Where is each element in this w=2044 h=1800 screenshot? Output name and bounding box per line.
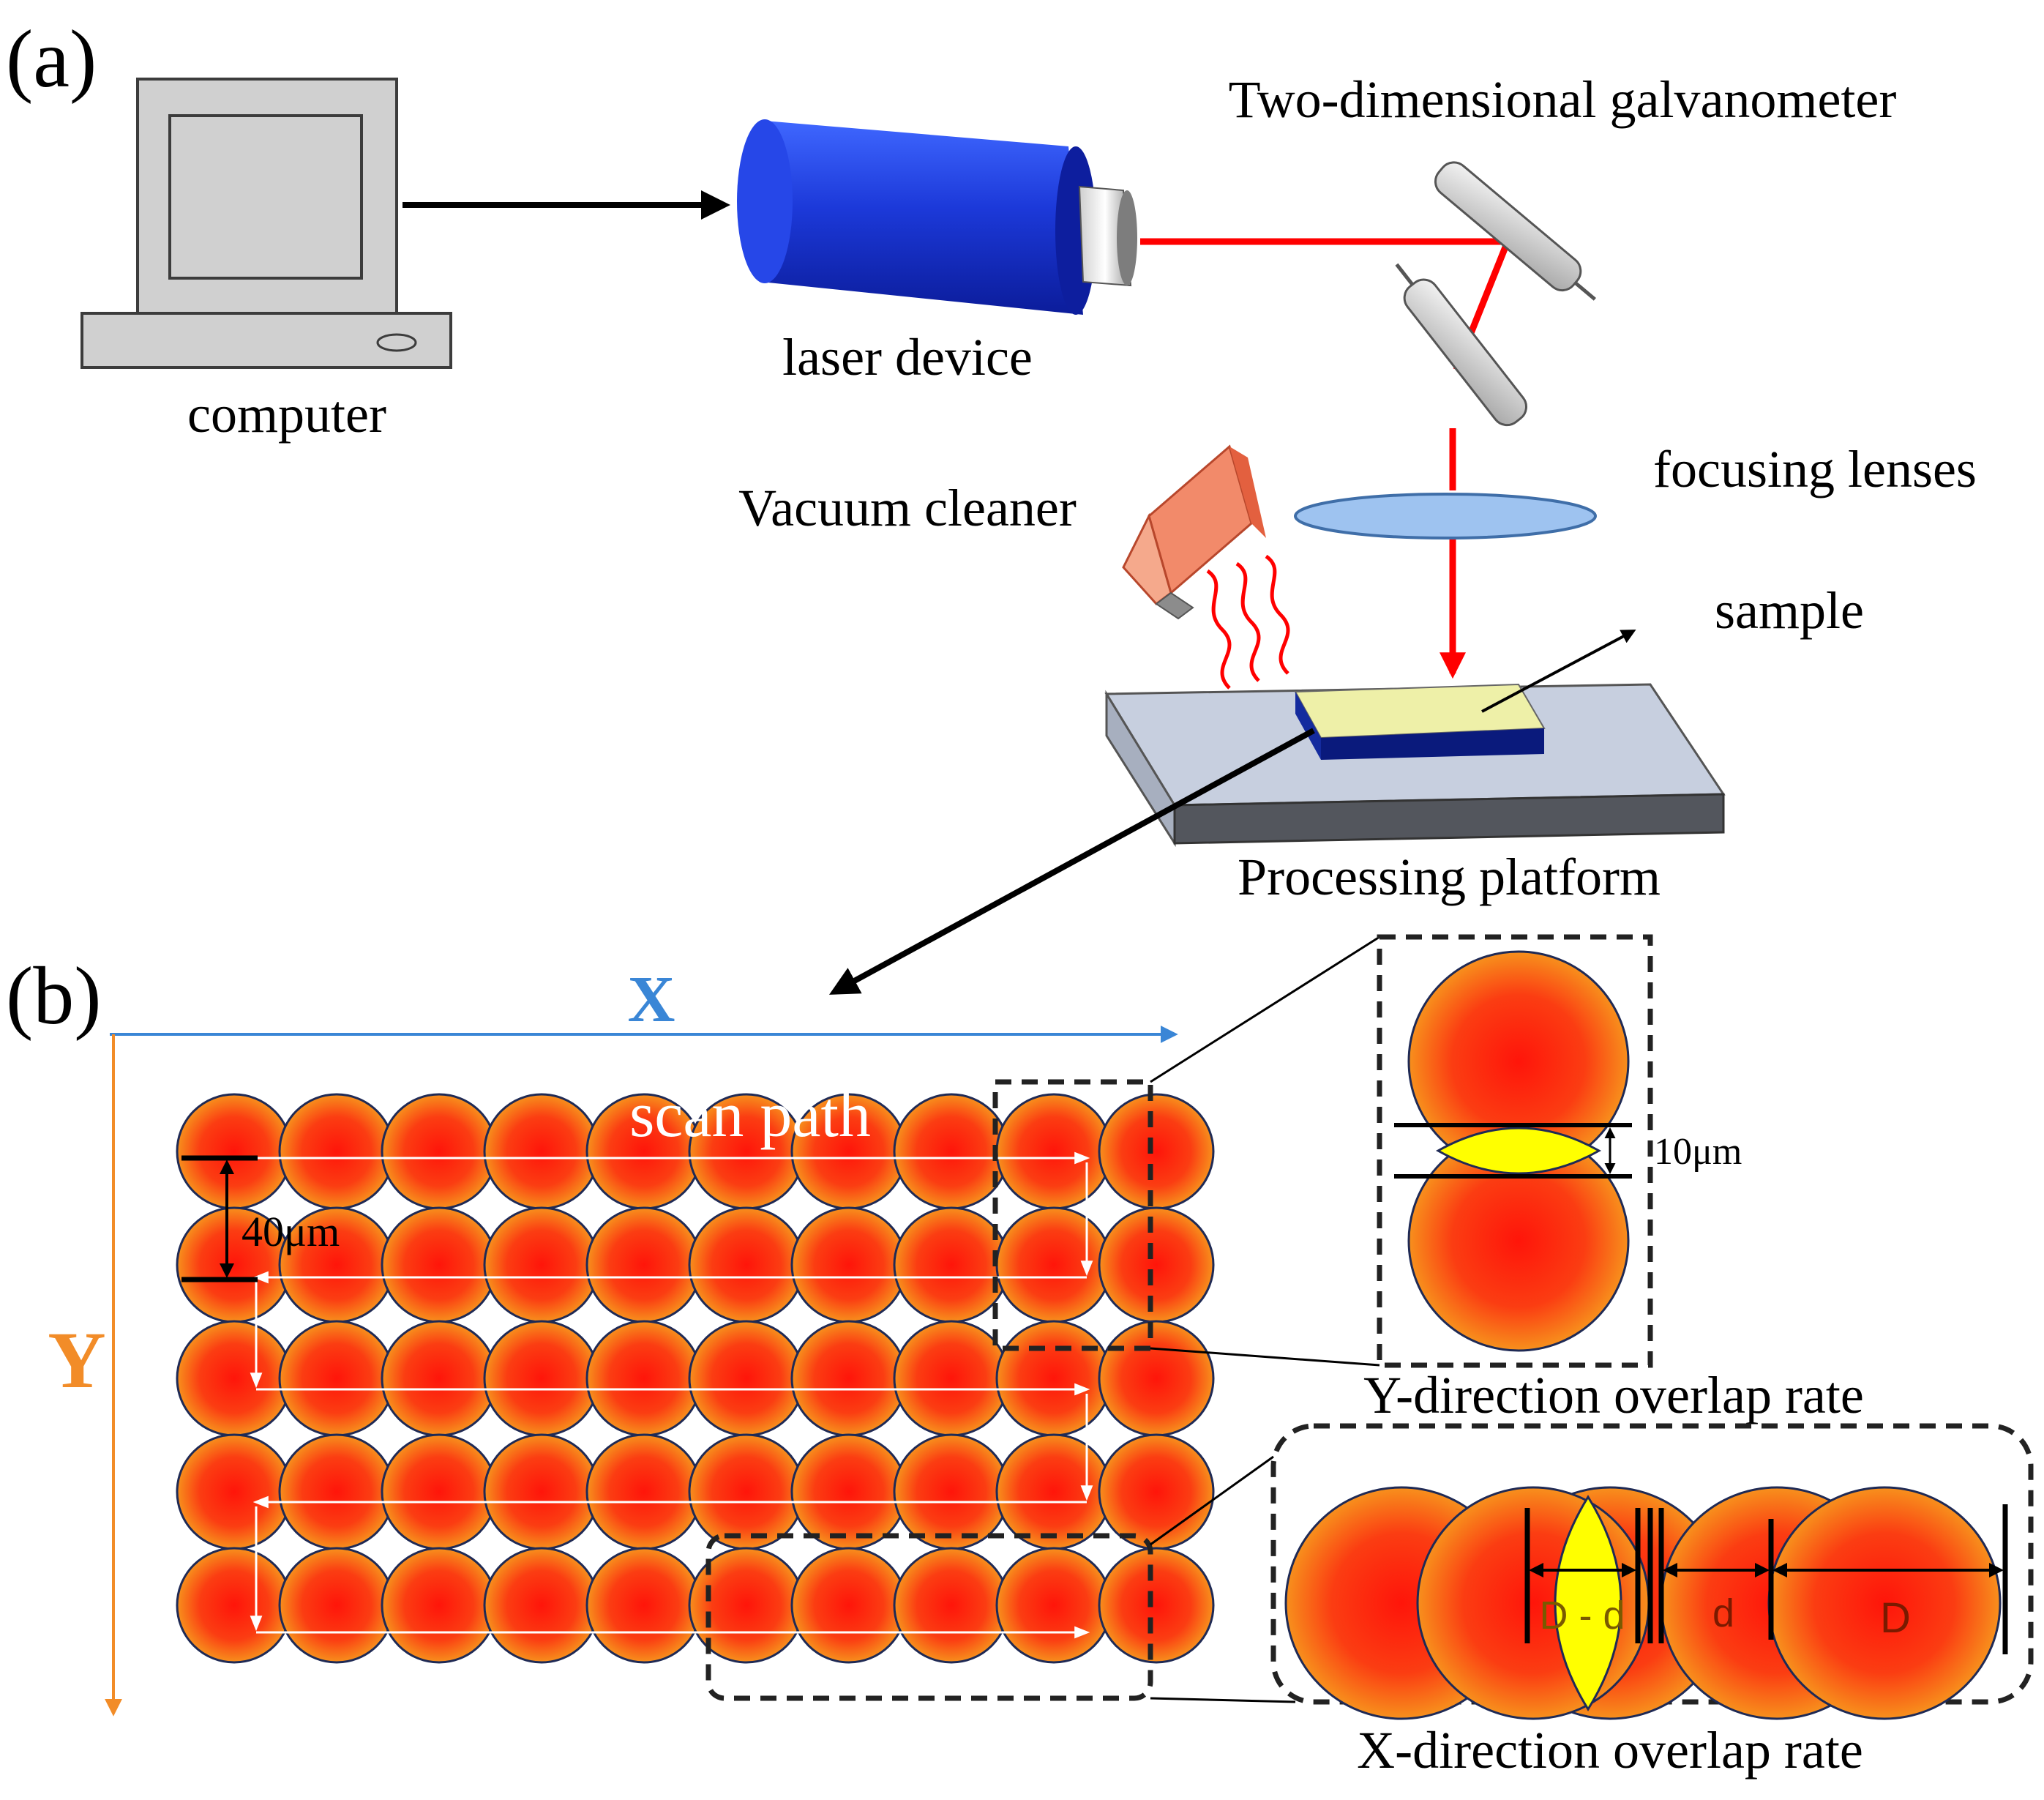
laser-spot — [1098, 1206, 1215, 1323]
y-overlap-caption: Y-direction overlap rate — [1363, 1366, 1864, 1424]
laser-device-icon — [737, 119, 1137, 315]
computer-label: computer — [187, 385, 386, 444]
scan-path-arrows — [250, 1151, 1093, 1639]
panel-b-label: (b) — [6, 951, 102, 1042]
laser-spot — [893, 1320, 1010, 1437]
laser-spot — [176, 1320, 293, 1437]
laser-spot — [381, 1433, 498, 1550]
vacuum-cleaner-icon — [1122, 444, 1290, 690]
laser-spot-grid — [176, 1093, 1215, 1664]
laser-spot — [381, 1206, 498, 1323]
laser-spot — [1098, 1547, 1215, 1664]
laser-spot — [483, 1206, 600, 1323]
scan-path-label: scan path — [629, 1080, 871, 1151]
overlap-length-label: D - d — [1539, 1594, 1625, 1637]
laser-spot — [688, 1433, 805, 1550]
y-overlap-detail — [1377, 934, 1653, 1368]
laser-spot — [995, 1093, 1112, 1210]
laser-spot — [483, 1547, 600, 1664]
laser-spot — [688, 1320, 805, 1437]
laser-spot — [278, 1547, 395, 1664]
laser-spot — [585, 1433, 703, 1550]
computer-icon — [81, 78, 452, 369]
laser-spot — [790, 1206, 907, 1323]
laser-spot — [893, 1093, 1010, 1210]
processing-platform-label: Processing platform — [1238, 848, 1661, 906]
laser-spot — [585, 1547, 703, 1664]
laser-spot — [381, 1320, 498, 1437]
y-axis-label: Y — [48, 1315, 105, 1405]
galvanometer-label: Two-dimensional galvanometer — [1229, 70, 1897, 129]
laser-spot — [483, 1093, 600, 1210]
y-overlap-gap-label: 10μm — [1654, 1131, 1742, 1173]
laser-spot — [790, 1547, 907, 1664]
zoom-connector-lines — [1150, 936, 1380, 1703]
laser-spot — [278, 1093, 395, 1210]
laser-spot — [1098, 1433, 1215, 1550]
galvanometer-mirror-icon — [1395, 161, 1596, 427]
laser-spot — [893, 1547, 1010, 1664]
laser-spot — [688, 1206, 805, 1323]
x-overlap-caption: X-direction overlap rate — [1357, 1721, 1863, 1780]
laser-spot — [278, 1433, 395, 1550]
laser-spot — [893, 1206, 1010, 1323]
spacing-label: 40μm — [242, 1208, 340, 1255]
laser-spot — [995, 1320, 1112, 1437]
spacing-dimension — [181, 1155, 258, 1282]
laser-spot — [585, 1320, 703, 1437]
laser-device-label: laser device — [782, 328, 1033, 386]
sample-icon — [1294, 683, 1546, 760]
laser-spot — [381, 1547, 498, 1664]
laser-spot — [381, 1093, 498, 1210]
laser-spot — [176, 1433, 293, 1550]
laser-spot — [483, 1320, 600, 1437]
laser-spot — [585, 1206, 703, 1323]
laser-spot — [1098, 1093, 1215, 1210]
x-axis-label: X — [628, 963, 675, 1036]
laser-spot — [1098, 1320, 1215, 1437]
vacuum-cleaner-label: Vacuum cleaner — [738, 479, 1077, 537]
laser-spot — [176, 1547, 293, 1664]
laser-spot — [995, 1433, 1112, 1550]
x-zoom-box — [705, 1533, 1153, 1701]
spot-diameter-label: D — [1880, 1594, 1911, 1642]
sample-label: sample — [1715, 581, 1864, 640]
sample-pointer-arrow — [1481, 630, 1636, 713]
laser-spot — [790, 1320, 907, 1437]
laser-spot — [995, 1206, 1112, 1323]
focusing-lenses-label: focusing lenses — [1653, 440, 1977, 498]
x-overlap-detail — [1270, 1423, 2034, 1720]
laser-spot — [790, 1433, 907, 1550]
step-length-label: d — [1712, 1591, 1734, 1635]
laser-spot — [995, 1547, 1112, 1664]
zoom-arrow — [828, 728, 1315, 995]
laser-spot — [893, 1433, 1010, 1550]
laser-spot — [278, 1320, 395, 1437]
laser-spot — [176, 1093, 293, 1210]
focusing-lens-icon — [1294, 493, 1597, 539]
panel-a-label: (a) — [6, 14, 97, 105]
laser-spot — [483, 1433, 600, 1550]
